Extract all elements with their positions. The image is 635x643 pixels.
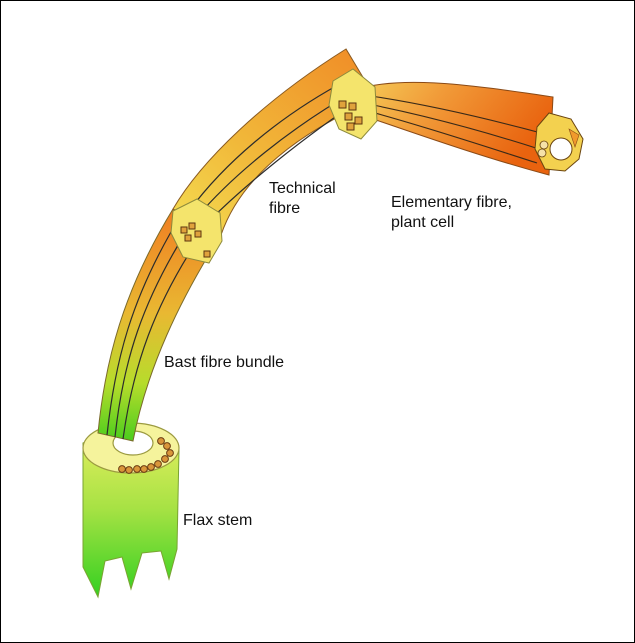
technical-fibre-line-2: fibre [269, 199, 336, 219]
elementary-fibre-shape [329, 69, 583, 175]
elementary-fibre-label: Elementary fibre, plant cell [391, 193, 512, 233]
technical-fibre-label: Technical fibre [269, 179, 336, 219]
elementary-fibre-end-icon [538, 138, 572, 160]
bast-fibre-bundle-label: Bast fibre bundle [164, 353, 284, 373]
elementary-fibre-line-1: Elementary fibre, [391, 193, 512, 213]
flax-stem [83, 423, 179, 597]
elementary-fibre-line-2: plant cell [391, 213, 512, 233]
technical-fibre-line-1: Technical [269, 179, 336, 199]
flax-stem-label: Flax stem [183, 511, 252, 531]
